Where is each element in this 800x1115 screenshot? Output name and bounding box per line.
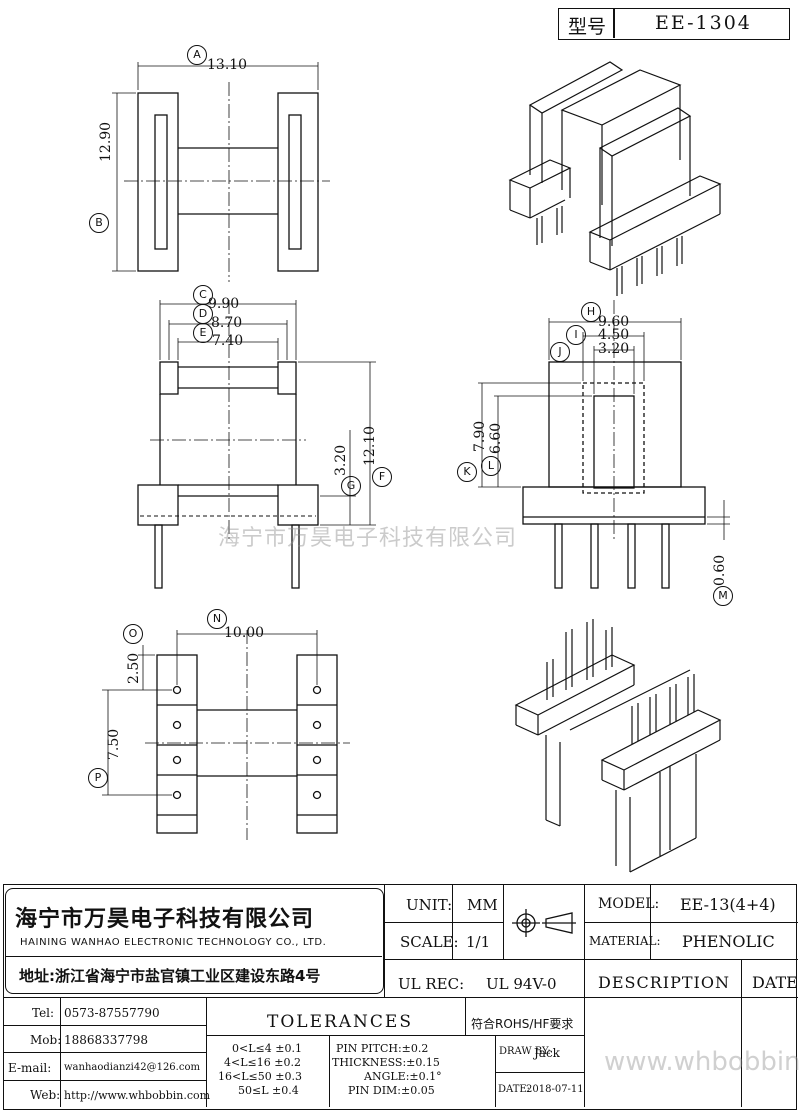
dim-h-value: 9.60 [598,314,630,330]
technical-drawing [102,61,730,873]
side-view [478,300,730,589]
dim-m-value: 0.60 [712,554,728,586]
company-name-cn: 海宁市万昊电子科技有限公司 [15,907,315,932]
dim-f-marker: F [372,467,392,487]
dim-e-value: 7.40 [212,333,244,349]
dim-d-marker: D [193,304,213,324]
tol-other-1: PIN PITCH:±0.2 [336,1042,429,1055]
draw-by-value: Jack [534,1046,560,1060]
dim-o-value: 2.50 [126,652,142,684]
front-view [137,300,376,589]
dim-k-value: 7.90 [472,420,488,452]
dim-n-marker: N [207,609,227,629]
company-address: 地址:浙江省海宁市盐官镇工业区建设东路4号 [19,967,321,985]
dim-h-marker: H [581,302,601,322]
draw-by-label: DRAW BY: [499,1046,551,1057]
unit-label: UNIT: [406,896,453,914]
contact-tel-label: Tel: [32,1006,55,1020]
dim-k-marker: K [457,462,477,482]
dim-e-marker: E [193,323,213,343]
model-value: EE-1304 [655,12,752,34]
dim-l-marker: L [481,456,501,476]
bottom-view [102,630,350,840]
ulrec-value: UL 94V-0 [486,975,557,993]
scale-value: 1/1 [466,933,491,951]
dim-i-marker: I [566,325,586,345]
dim-j-marker: J [550,342,570,362]
dim-a-marker: A [187,45,207,65]
dim-g-marker: G [341,476,361,496]
tol-other-3: ANGLE:±0.1° [364,1070,442,1083]
tol-length-1: 0<L≤4 ±0.1 [232,1042,302,1055]
model-label: 型号 [568,16,607,38]
dim-b-value: 12.90 [98,121,114,162]
date-label: DATE: [498,1084,531,1095]
dim-d-value: 8.70 [211,315,243,331]
scale-label: SCALE: [400,933,459,951]
contact-tel-value: 0573-87557790 [64,1006,160,1020]
projection-symbol-icon [512,909,576,937]
contact-mob-label: Mob: [30,1033,62,1047]
company-panel: 海宁市万昊电子科技有限公司 HAINING WANHAO ELECTRONIC … [5,888,384,994]
tol-length-4: 50≤L ±0.4 [238,1084,299,1097]
dim-o-marker: O [123,624,143,644]
dim-g-value: 3.20 [333,444,349,476]
dim-b-marker: B [89,213,109,233]
material-value: PHENOLIC [682,932,775,951]
top-view [112,62,330,282]
contact-web-value[interactable]: http://www.whbobbin.com [64,1089,211,1102]
dim-j-value: 3.20 [598,341,630,357]
iso-view-bottom [514,619,722,873]
dim-c-value: 9.90 [208,296,240,312]
tol-other-2: THICKNESS:±0.15 [332,1056,440,1069]
dim-l-value: 6.60 [488,422,504,454]
date-header-label: DATE [752,973,798,992]
contact-email-label: E-mail: [8,1061,52,1075]
dim-c-marker: C [193,285,213,305]
date-value: 2018-07-11 [526,1084,584,1095]
iso-view-top [508,61,722,296]
tol-length-2: 4<L≤16 ±0.2 [224,1056,301,1069]
tol-length-3: 16<L≤50 ±0.3 [218,1070,302,1083]
tolerances-title: TOLERANCES [267,1012,413,1032]
watermark-footer: www.whbobbin.com [604,1047,800,1077]
tol-other-4: PIN DIM:±0.05 [348,1084,435,1097]
dim-n-value: 10.00 [224,625,265,641]
contact-email-value[interactable]: wanhaodianzi42@126.com [64,1062,200,1073]
material-label: MATERIAL: [589,934,661,948]
contact-mob-value: 18868337798 [64,1033,148,1047]
dim-p-marker: P [88,768,108,788]
unit-value: MM [467,896,498,914]
dim-a-value: 13.10 [207,57,248,73]
watermark-center: 海宁市万昊电子科技有限公司 [218,526,518,551]
dim-m-marker: M [713,586,733,606]
dim-f-value: 12.10 [362,425,378,466]
title-block: 海宁市万昊电子科技有限公司 HAINING WANHAO ELECTRONIC … [3,884,800,1110]
model-spec-value: EE-13(4+4) [680,895,776,914]
dim-p-value: 7.50 [106,728,122,760]
model-spec-label: MODEL: [598,896,660,912]
company-name-en: HAINING WANHAO ELECTRONIC TECHNOLOGY CO.… [20,937,327,948]
ulrec-label: UL REC: [398,975,465,993]
dim-i-value: 4.50 [598,327,630,343]
model-number-box: 型号 EE-1304 [558,8,790,40]
contact-web-label: Web: [30,1088,61,1102]
description-label: DESCRIPTION [598,973,730,992]
rohs-note: 符合ROHS/HF要求 [471,1017,574,1031]
